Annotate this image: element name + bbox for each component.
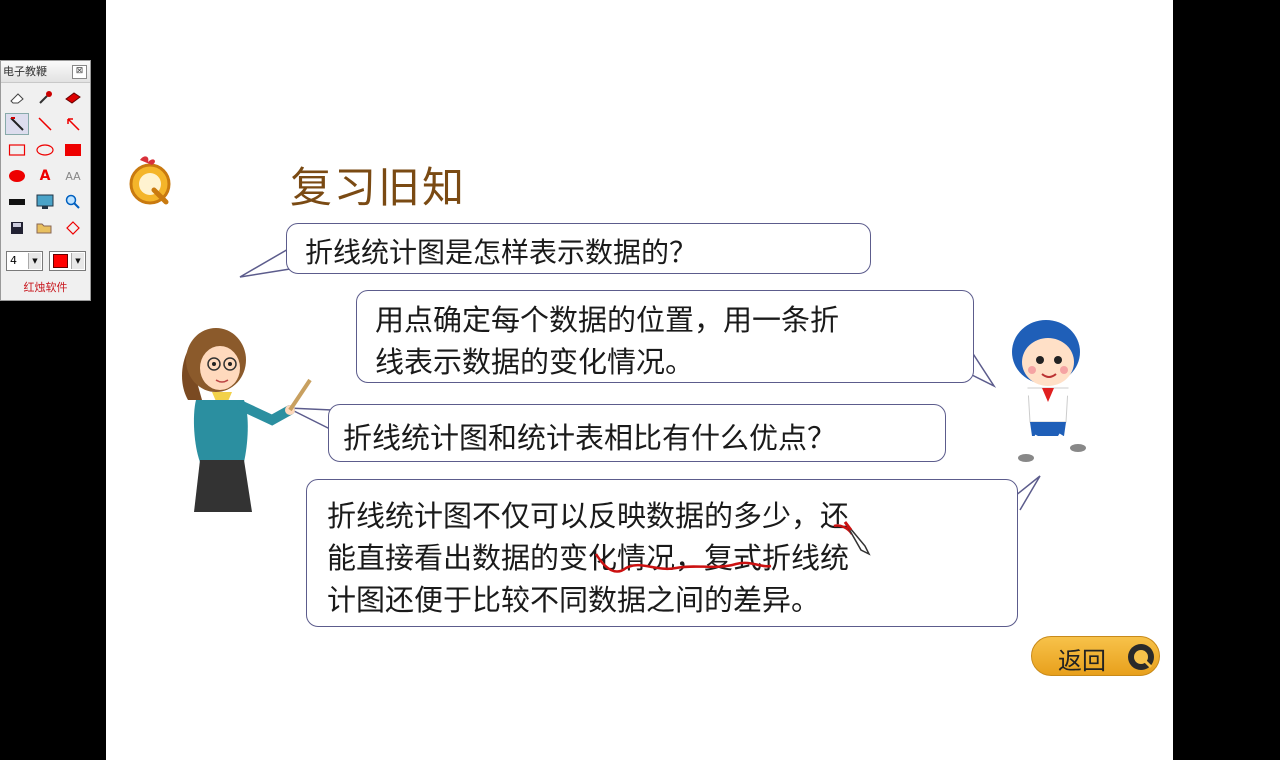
return-button[interactable]: 返回 <box>1031 636 1160 676</box>
highlighter-icon[interactable] <box>61 87 85 109</box>
arrow-icon[interactable] <box>61 113 85 135</box>
bar-icon[interactable] <box>5 191 29 213</box>
answer-2-line-2: 能直接看出数据的变化情况，复式折线统 <box>327 541 850 575</box>
bubble-tail <box>239 247 291 278</box>
pen-color-select[interactable]: ▼ <box>49 251 86 271</box>
answer-bubble-1: 用点确定每个数据的位置，用一条折 线表示数据的变化情况。 <box>356 290 974 383</box>
slide-canvas: 复习旧知 折线统计图是怎样表示数据的？ 用点确定每个数据的位置，用一条折 线表示… <box>106 0 1173 760</box>
section-heading: 复习旧知 <box>290 163 467 212</box>
pipette-icon[interactable] <box>33 87 57 109</box>
eraser-icon[interactable] <box>5 87 29 109</box>
open-folder-icon[interactable] <box>33 217 57 239</box>
question-bubble-1: 折线统计图是怎样表示数据的？ <box>286 223 871 274</box>
rectangle-icon[interactable] <box>5 139 29 161</box>
return-button-label: 返回 <box>1058 647 1106 675</box>
electronic-pointer-toolbox: 电子教鞭 ⊠ A AA <box>0 60 91 301</box>
ellipse-icon[interactable] <box>33 139 57 161</box>
close-icon[interactable]: ⊠ <box>72 65 87 79</box>
teacher-illustration <box>182 328 312 512</box>
filled-ellipse-icon[interactable] <box>5 165 29 187</box>
diamond-icon[interactable] <box>61 217 85 239</box>
line-icon[interactable] <box>33 113 57 135</box>
toolbox-brand: 红烛软件 <box>23 281 68 294</box>
question-1-text: 折线统计图是怎样表示数据的？ <box>305 236 698 269</box>
chevron-down-icon: ▼ <box>71 253 84 269</box>
answer-bubble-2: 折线统计图不仅可以反映数据的多少，还 能直接看出数据的变化情况，复式折线统 计图… <box>306 479 1018 627</box>
pen-size-value: 4 <box>10 254 17 267</box>
pen-color-swatch <box>53 254 68 268</box>
answer-2-line-3: 计图还便于比较不同数据之间的差异。 <box>327 583 821 617</box>
question-2-text: 折线统计图和统计表相比有什么优点？ <box>343 421 837 455</box>
save-icon[interactable] <box>5 217 29 239</box>
pen-size-select[interactable]: 4 ▼ <box>6 251 43 271</box>
pen-icon[interactable] <box>5 113 29 135</box>
filled-rectangle-icon[interactable] <box>61 139 85 161</box>
magnifier-icon[interactable] <box>61 191 85 213</box>
bubble-tail <box>967 345 997 388</box>
font-size-icon[interactable]: AA <box>65 169 81 183</box>
answer-1-line-1: 用点确定每个数据的位置，用一条折 <box>375 303 840 337</box>
text-icon[interactable]: A <box>39 168 51 184</box>
q-logo-icon <box>129 156 171 205</box>
pen-annotation <box>594 524 854 573</box>
chevron-down-icon: ▼ <box>28 253 41 269</box>
question-bubble-2: 折线统计图和统计表相比有什么优点？ <box>328 404 946 462</box>
toolbox-title: 电子教鞭 <box>1 61 90 83</box>
answer-1-line-2: 线表示数据的变化情况。 <box>375 345 695 379</box>
screen-icon[interactable] <box>33 191 57 213</box>
answer-2-line-1: 折线统计图不仅可以反映数据的多少，还 <box>327 499 850 533</box>
boy-illustration <box>1000 320 1096 462</box>
q-logo-icon <box>1128 644 1154 670</box>
pen-cursor-icon <box>843 521 871 556</box>
